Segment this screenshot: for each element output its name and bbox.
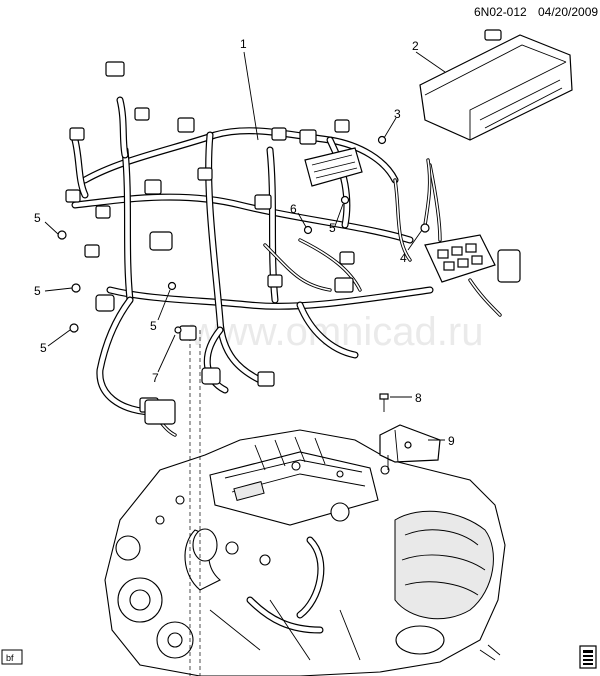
callout-8: 8 [415,391,422,405]
callout-7: 7 [152,371,159,385]
engine-wiring-harness [65,61,521,437]
book-icon [579,645,597,669]
corner-tag-label: bf [6,653,14,663]
harness-bracket [379,424,441,470]
diagram-code: 6N02-012 [474,5,527,19]
engine-assembly [104,330,506,676]
callout-3: 3 [394,107,401,121]
engine-control-module [304,147,363,187]
fuse-block-cover [419,29,573,141]
callout-5-e: 5 [329,221,336,235]
callout-6: 6 [290,202,297,216]
callout-5-d: 5 [150,319,157,333]
corner-tag: bf [1,649,23,665]
callout-1: 1 [240,37,247,51]
callout-2: 2 [412,39,419,53]
diagram-date: 04/20/2009 [538,5,598,19]
callout-4: 4 [400,251,407,265]
callout-5-b: 5 [34,284,41,298]
relay-block-icon [424,234,496,283]
callout-5-a: 5 [34,211,41,225]
callout-9: 9 [448,434,455,448]
leader-lines [44,51,446,441]
bolt-icon [57,135,389,412]
callout-5-c: 5 [40,341,47,355]
